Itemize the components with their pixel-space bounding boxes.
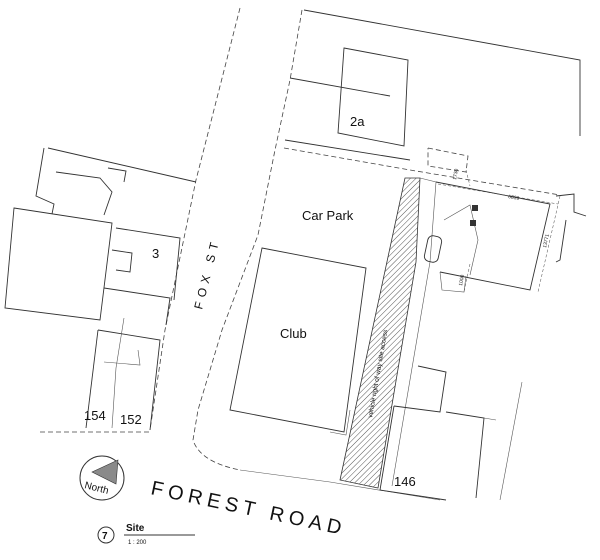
- fox-st-east-edge: [192, 9, 303, 471]
- compass-needle: [91, 459, 119, 485]
- dimension-13771: 13771: [542, 233, 551, 248]
- dimension-1730: 1730: [452, 168, 460, 180]
- club-entrance-edge: [329, 409, 351, 436]
- drawing-title: Site: [126, 523, 145, 534]
- drawing-number: 7: [102, 531, 108, 542]
- dimension-1000: 1000: [458, 274, 466, 286]
- fox-st-west-edge: [149, 7, 241, 431]
- drawing-scale: 1 : 200: [128, 540, 147, 546]
- drawing-number-circle: [97, 526, 115, 544]
- northern-property-block: [283, 9, 581, 196]
- label-154: 154: [84, 408, 106, 423]
- dimension-6839: 6839: [508, 194, 520, 202]
- access-east-edge: [391, 177, 437, 487]
- label-146: 146: [394, 474, 416, 489]
- southeast-property-block: [379, 365, 523, 501]
- label-forest-road: FOREST ROAD: [149, 477, 348, 540]
- club-building: [229, 247, 367, 433]
- north-arrow: [79, 455, 125, 501]
- label-club: Club: [280, 326, 307, 341]
- western-property-block: [4, 147, 197, 431]
- label-car-park: Car Park: [302, 208, 354, 223]
- label-fox-st: FOX ST: [191, 236, 222, 311]
- development-site: [423, 147, 587, 293]
- forest-road-edge-east: [239, 469, 441, 501]
- drawing-title-block: 7 Site 1 : 200: [97, 523, 195, 546]
- label-152: 152: [120, 412, 142, 427]
- vehicle-access-strip: [339, 177, 421, 489]
- label-2a: 2a: [350, 114, 365, 129]
- label-3: 3: [152, 246, 159, 261]
